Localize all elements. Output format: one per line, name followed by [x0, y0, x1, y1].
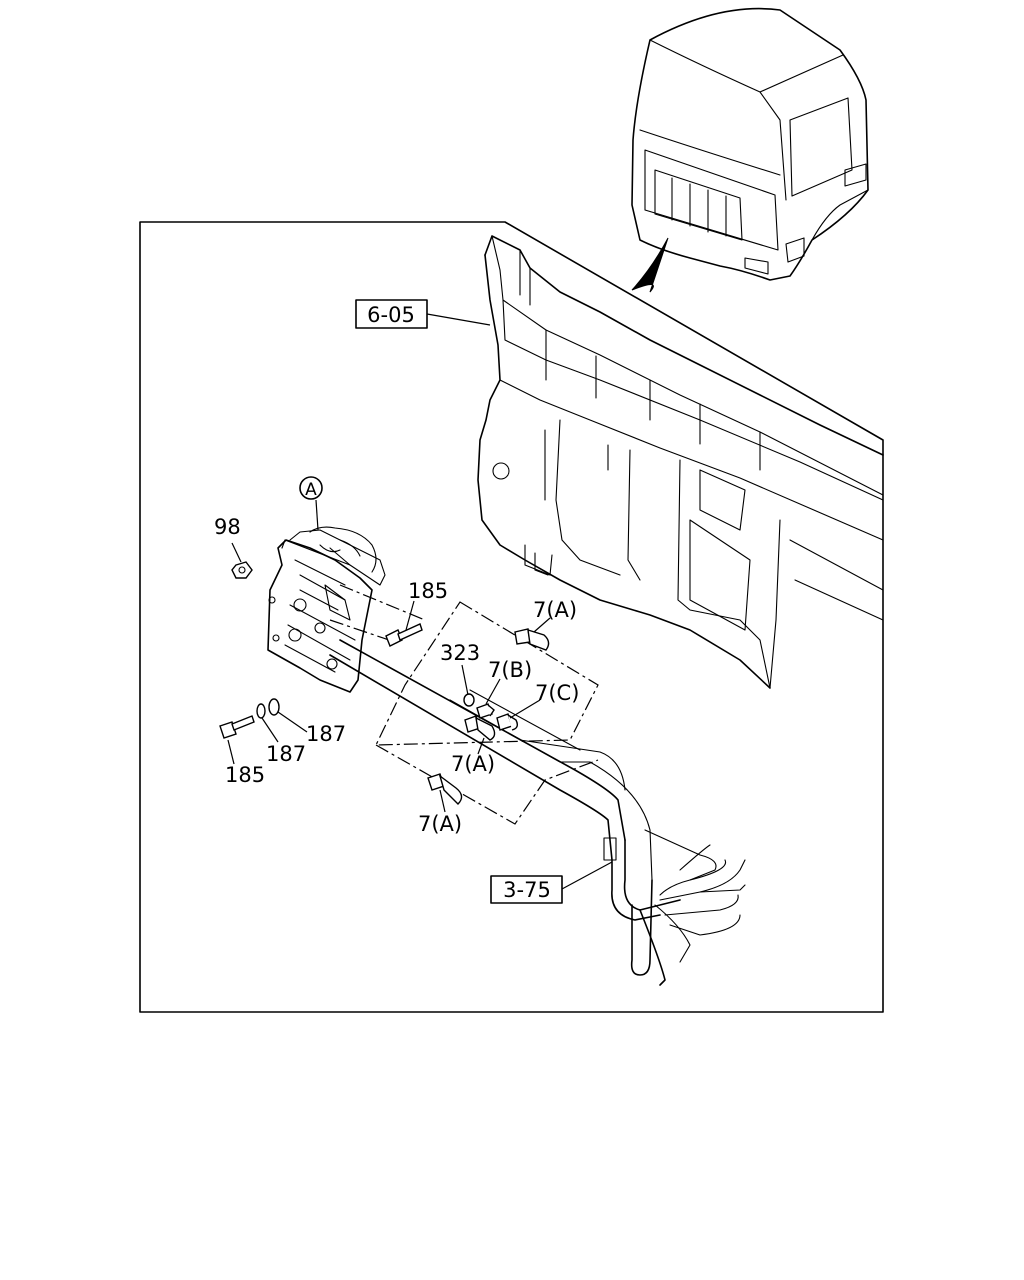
fitting-7b	[476, 703, 495, 719]
fitting-7c	[496, 713, 519, 731]
callout-185-upper: 185	[408, 579, 448, 603]
front-frame-structure	[477, 235, 884, 689]
callout-98: 98	[214, 515, 241, 539]
callout-185-lower: 185	[225, 763, 265, 787]
pipe-reference-label: 3-75	[503, 878, 551, 902]
washer-187-b	[268, 698, 280, 716]
view-pointer	[631, 237, 669, 293]
detail-marker-a: A	[299, 476, 323, 500]
bolt-185-upper	[385, 623, 423, 647]
callout-7a-top: 7(A)	[533, 598, 577, 622]
pipe-reference-box: 3-75	[490, 861, 613, 904]
callout-187-b: 187	[266, 742, 306, 766]
bolt-185-lower	[219, 715, 255, 739]
truck-cab-illustration	[631, 7, 869, 281]
nut-98	[231, 561, 253, 579]
seal-323	[463, 693, 475, 707]
leader-lines	[227, 499, 551, 813]
callout-7b: 7(B)	[488, 658, 532, 682]
callout-187-a: 187	[306, 722, 346, 746]
connection-boundary	[375, 601, 599, 746]
fitting-7a-low	[427, 773, 463, 805]
fitting-7a-top	[514, 628, 550, 651]
callout-323: 323	[440, 641, 480, 665]
frame-reference-box: 6-05	[355, 299, 491, 329]
callout-7c: 7(C)	[535, 681, 579, 705]
callout-7a-low: 7(A)	[418, 812, 462, 836]
fitting-7a-mid	[464, 715, 496, 741]
detail-frame	[139, 221, 884, 1013]
washer-187-a	[256, 703, 266, 719]
detail-marker-label: A	[305, 480, 317, 500]
callout-7a-mid: 7(A)	[451, 752, 495, 776]
frame-reference-label: 6-05	[367, 303, 415, 327]
brake-pipes	[329, 639, 746, 986]
valve-bracket-assembly	[267, 526, 386, 693]
